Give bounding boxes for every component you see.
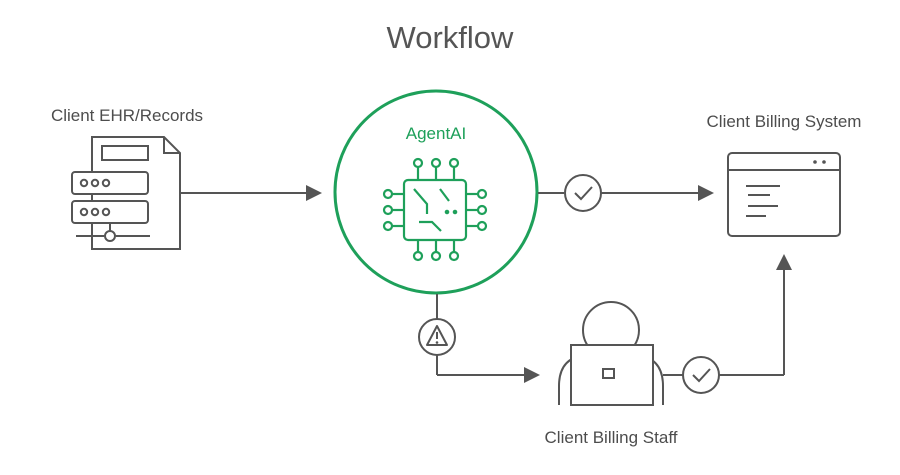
server-document-icon [71,136,181,250]
check-icon [564,174,602,212]
browser-window-icon [727,152,841,237]
agent-label: AgentAI [406,124,467,143]
person-laptop-icon [558,301,664,406]
warning-icon [418,318,456,356]
connector-ehr-to-agent [181,185,322,201]
ai-chip-icon [382,157,488,262]
billing-system-label: Client Billing System [707,112,862,131]
diagram-title: Workflow [387,20,515,55]
connector-agent-to-billing-system [538,185,714,201]
connector-agent-to-billing-staff [436,294,540,383]
connector-billing-staff-to-billing-system [663,254,792,376]
billing-staff-label: Client Billing Staff [545,428,678,447]
check-icon [682,356,720,394]
ehr-label: Client EHR/Records [51,106,203,125]
agent-node [333,89,539,295]
